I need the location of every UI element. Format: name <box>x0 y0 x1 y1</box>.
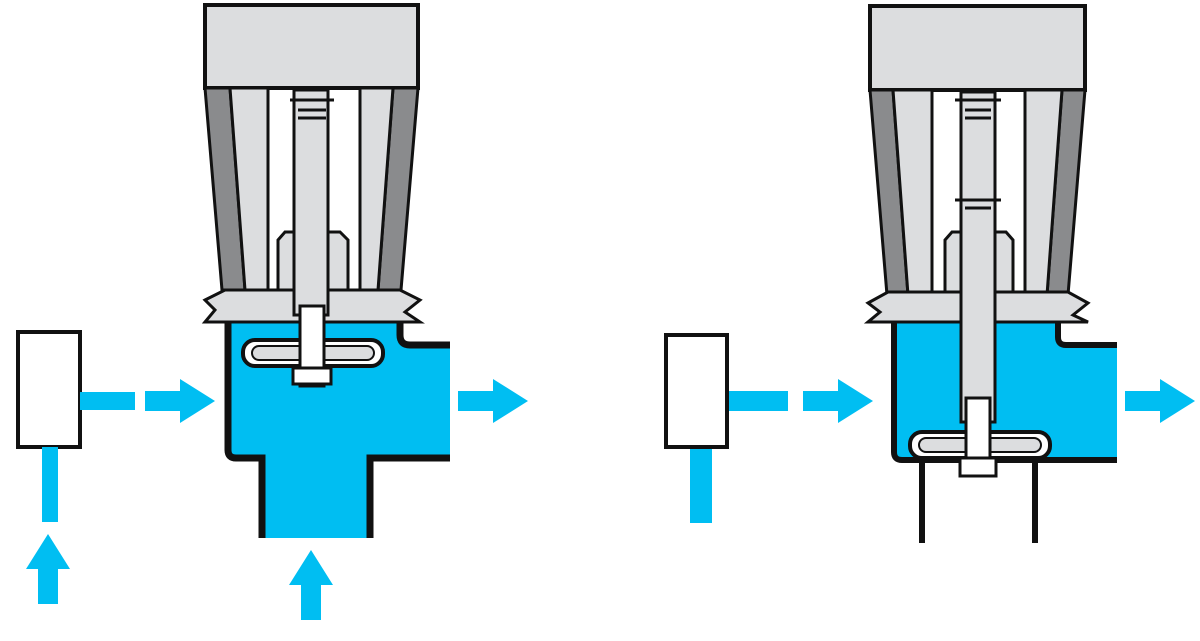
inlet-arrow-icon <box>803 379 873 423</box>
outlet-arrow-icon <box>458 379 528 423</box>
bottom-inlet-arrow-icon <box>289 550 333 620</box>
control-box-icon <box>16 330 135 522</box>
control-box-icon <box>664 333 788 523</box>
valve-disc <box>908 396 1052 478</box>
inlet-arrow-icon <box>145 379 215 423</box>
valve-disc <box>241 304 385 388</box>
valve-closed <box>664 4 1195 543</box>
actuator <box>863 4 1091 424</box>
valve-open <box>16 3 528 620</box>
actuator <box>201 3 425 324</box>
outlet-arrow-icon <box>1125 379 1195 423</box>
valve-body <box>891 322 1117 543</box>
valve-body <box>224 318 450 538</box>
bottom-left-arrow-icon <box>26 534 70 604</box>
